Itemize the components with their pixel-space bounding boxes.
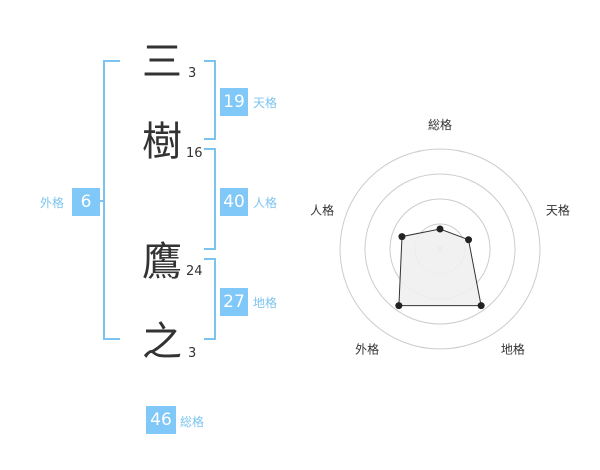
radar-axis-label-3: 地格 [501,341,525,356]
radar-point-1 [436,225,444,233]
radar-point-5 [398,233,406,241]
radar-points [395,225,485,310]
jinkaku-badge: 40 [220,188,248,216]
chikaku-bracket [204,258,216,340]
gaikaku-bracket [103,60,120,340]
tenkaku-badge: 19 [220,88,248,116]
radar-point-2 [465,236,473,244]
name-char-2: 樹 [142,119,182,165]
radar-axis-label-1: 総格 [428,117,452,132]
radar-ring [339,148,541,350]
stroke-count-1: 3 [188,66,197,81]
gaikaku-label: 外格 [40,196,65,210]
name-char-4: 之 [142,319,182,365]
stroke-count-3: 24 [186,264,203,279]
stroke-count-2: 16 [186,146,203,161]
radar-ring [364,173,516,325]
name-char-3: 鷹 [142,239,182,285]
gaikaku-badge: 6 [72,188,100,216]
radar-point-4 [395,302,403,310]
soukaku-badge: 46 [146,406,176,434]
stroke-count-4: 3 [188,346,197,361]
radar-point-3 [477,302,485,310]
jinkaku-label: 人格 [253,196,278,210]
jinkaku-bracket [204,148,216,250]
radar-area [398,228,482,307]
chikaku-badge: 27 [220,288,248,316]
soukaku-label: 総格 [180,415,205,429]
radar-axis-label-2: 天格 [546,203,570,218]
tenkaku-label: 天格 [253,96,278,110]
name-char-1: 三 [142,39,182,85]
radar-axis-label-5: 人格 [310,203,334,218]
radar-grid [339,148,541,350]
radar-axis-label-4: 外格 [355,341,379,356]
chikaku-label: 地格 [253,296,278,310]
tenkaku-bracket [204,60,216,140]
